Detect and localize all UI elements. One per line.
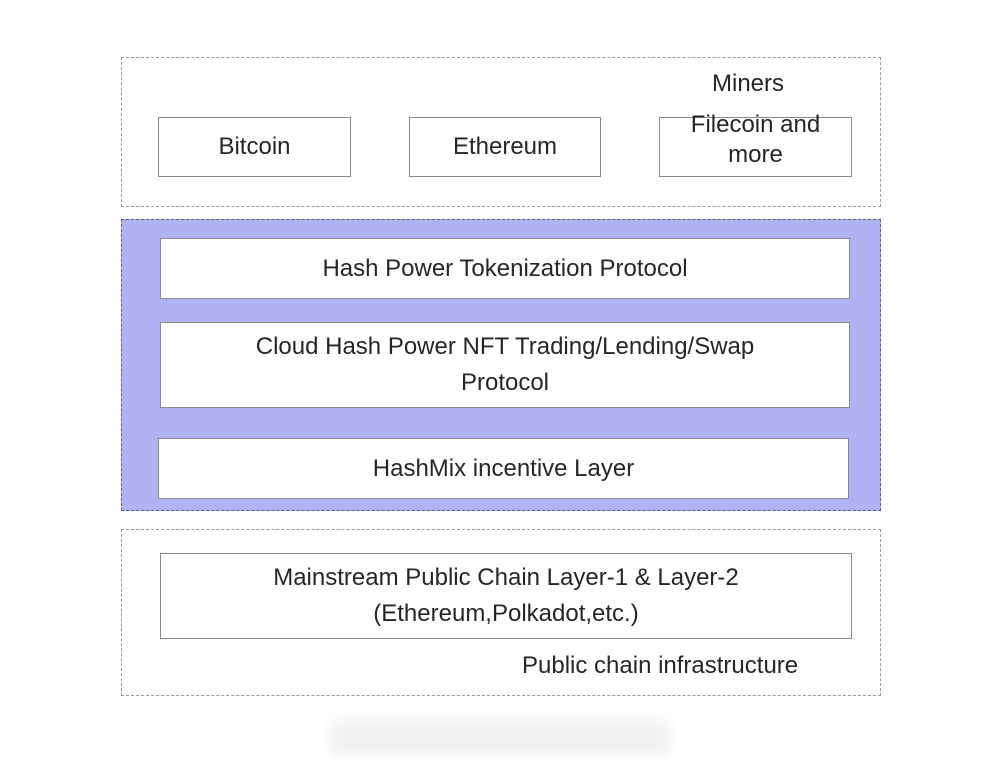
layer-box-tokenization: Hash Power Tokenization Protocol xyxy=(160,238,850,299)
miner-box-bitcoin: Bitcoin xyxy=(158,117,351,177)
infrastructure-box-line2: (Ethereum,Polkadot,etc.) xyxy=(373,600,639,627)
miners-group-label: Miners xyxy=(712,70,785,97)
miners-group xyxy=(121,57,881,207)
infrastructure-group-label: Public chain infrastructure xyxy=(522,652,799,679)
miner-box-filecoin-label: Filecoin and more xyxy=(690,111,821,168)
infrastructure-box: Mainstream Public Chain Layer-1 & Layer-… xyxy=(160,553,852,639)
infrastructure-box-line1: Mainstream Public Chain Layer-1 & Layer-… xyxy=(273,564,739,591)
layer-box-nft-trading: Cloud Hash Power NFT Trading/Lending/Swa… xyxy=(160,322,850,408)
infrastructure-group xyxy=(121,529,881,696)
bottom-shadow xyxy=(330,708,670,760)
miner-box-ethereum: Ethereum xyxy=(409,117,601,177)
miner-box-filecoin: Filecoin and more xyxy=(659,111,852,177)
layer-box-incentive: HashMix incentive Layer xyxy=(158,438,849,499)
